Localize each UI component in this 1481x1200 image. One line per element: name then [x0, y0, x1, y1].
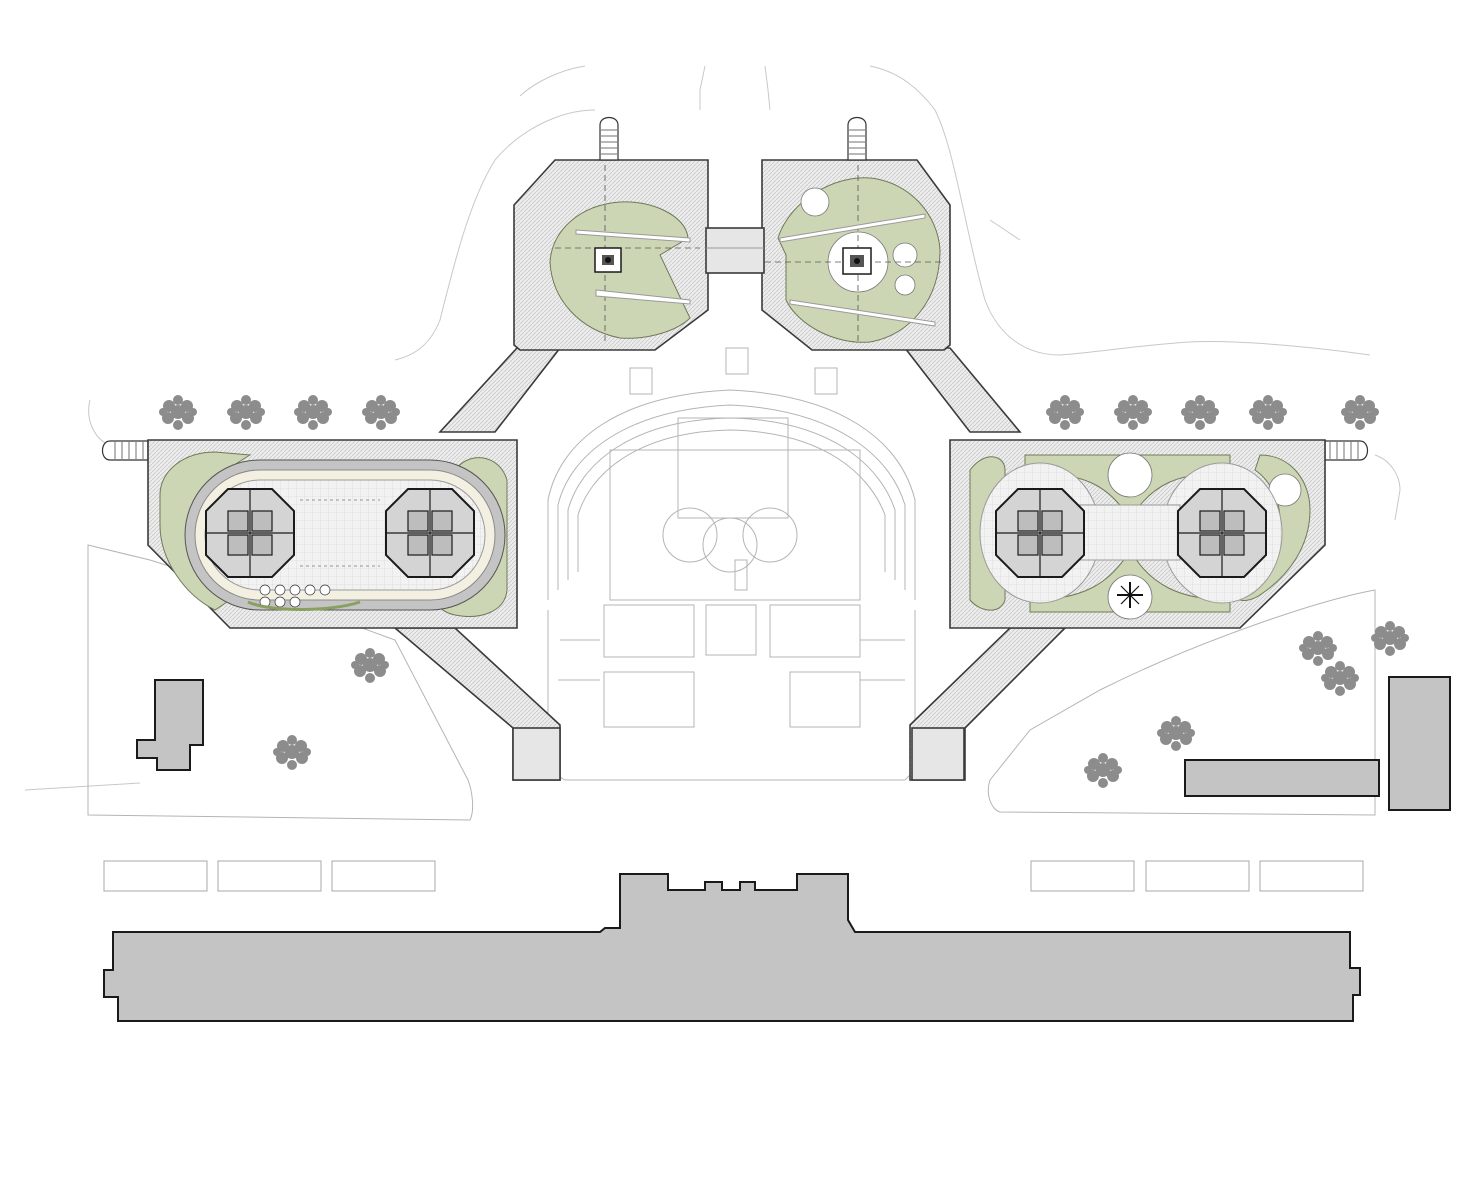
tree-icon: [273, 735, 311, 770]
tree-icon: [1249, 395, 1287, 430]
stair-icon: [599, 116, 619, 161]
tree-icon: [1046, 395, 1084, 430]
east-tall-building: [1388, 676, 1451, 811]
south-east-lawn: [987, 589, 1376, 816]
west-oval-plaza: [147, 439, 518, 629]
parking-bays: [103, 860, 1364, 892]
east-figure-eight-plaza: [949, 439, 1326, 629]
east-long-building: [1184, 759, 1380, 797]
tree-icon: [227, 395, 265, 430]
tree-icon: [1371, 621, 1409, 656]
north-bridge: [705, 227, 765, 274]
tree-icon: [159, 395, 197, 430]
stair-icon: [101, 440, 149, 461]
main-building-footprint: [103, 873, 1361, 1022]
tree-icon: [1157, 716, 1195, 751]
central-amphitheater: [547, 347, 916, 781]
west-annex-building: [136, 679, 204, 771]
tree-icon: [1114, 395, 1152, 430]
stair-icons: [101, 116, 1369, 461]
stair-icon: [847, 116, 867, 161]
connector-walkways: [392, 347, 1067, 781]
south-west-lawn: [87, 544, 474, 821]
context-lines: [24, 65, 1401, 791]
tree-icon: [351, 648, 389, 683]
tree-icon: [362, 395, 400, 430]
tree-icon: [294, 395, 332, 430]
tree-icon: [1084, 753, 1122, 788]
tree-icon: [1341, 395, 1379, 430]
north-west-plaza: [513, 159, 709, 351]
tree-icon: [1299, 631, 1337, 666]
tree-icon: [1321, 661, 1359, 696]
north-east-plaza: [761, 159, 951, 351]
fountain-icon: [1117, 582, 1143, 608]
tree-icon: [1181, 395, 1219, 430]
stair-icon: [1324, 440, 1369, 461]
